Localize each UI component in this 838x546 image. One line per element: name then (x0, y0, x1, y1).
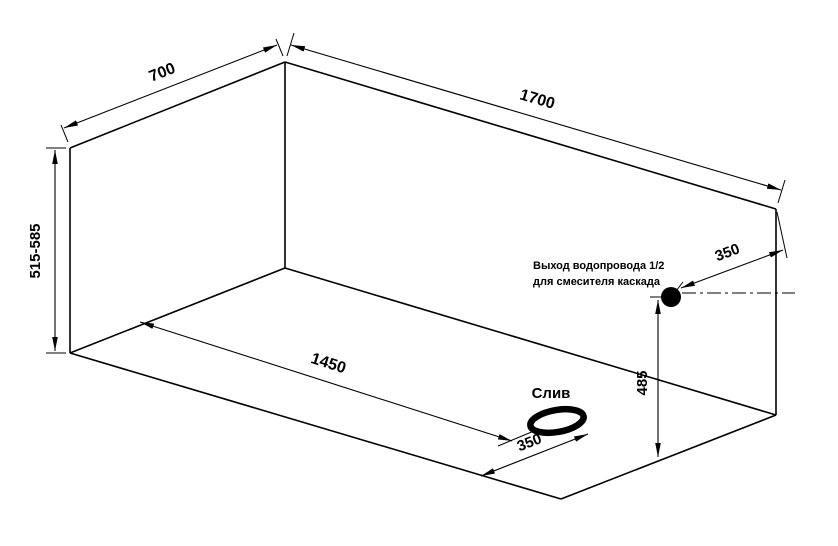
dimension-lines (52, 44, 784, 477)
outlet-note-line1: Выход водопровода 1/2 (533, 260, 664, 272)
ext-length-right (777, 179, 786, 204)
edge-bottom-right (560, 414, 777, 500)
ext-width-left (60, 124, 69, 143)
extension-lines (46, 32, 788, 447)
water-outlet-point (661, 287, 681, 307)
edge-bottom-front (69, 352, 562, 500)
ext-length-left (286, 32, 295, 57)
dim-line-outlet-offset (680, 249, 784, 289)
edge-left-face-bottom (69, 267, 286, 354)
dim-line-length (290, 44, 782, 191)
dim-line-width (63, 44, 278, 129)
edge-rim-rear (284, 61, 777, 210)
dim-text-height: 515-585 (27, 223, 44, 278)
tub-outline (69, 61, 777, 500)
drain-label: Слив (532, 385, 571, 402)
dim-text-length: 1700 (518, 86, 557, 112)
ext-width-right (275, 38, 284, 57)
edge-bottom-rear (284, 267, 777, 416)
dim-line-drain-from-end (139, 321, 513, 442)
drain-hole (527, 405, 587, 437)
dim-text-outlet-height: 485 (634, 370, 651, 395)
dim-line-drain-from-side (480, 433, 589, 477)
dim-text-outlet-offset: 350 (713, 240, 742, 265)
dim-text-drain-from-end: 1450 (309, 350, 348, 377)
outlet-note-line2: для смесителя каскада (533, 276, 661, 288)
ext-outlet-offset-b (776, 211, 788, 259)
dim-text-width: 700 (147, 60, 178, 86)
